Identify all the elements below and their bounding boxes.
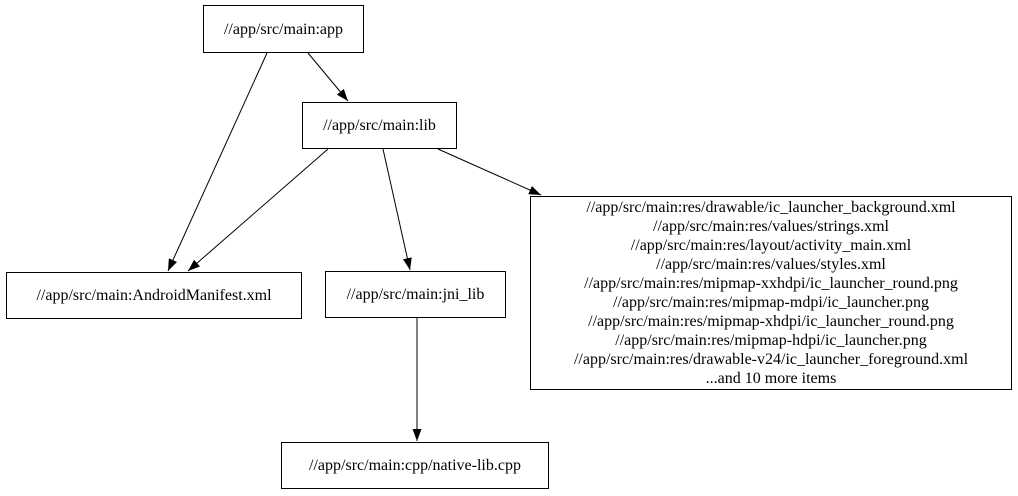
node-native-lib-cpp: //app/src/main:cpp/native-lib.cpp: [281, 442, 549, 489]
edge-lib-to-manifest: [187, 148, 329, 272]
node-app-label: //app/src/main:app: [223, 20, 344, 38]
resource-item: //app/src/main:res/values/strings.xml: [653, 218, 889, 235]
node-native-lib-cpp-label: //app/src/main:cpp/native-lib.cpp: [309, 457, 521, 474]
node-android-manifest: //app/src/main:AndroidManifest.xml: [6, 272, 302, 319]
node-jni-lib: //app/src/main:jni_lib: [325, 271, 506, 318]
resource-item: //app/src/main:res/drawable/ic_launcher_…: [586, 199, 956, 216]
edge-app-to-manifest: [167, 52, 268, 272]
node-android-manifest-label: //app/src/main:AndroidManifest.xml: [36, 287, 272, 304]
resource-item: //app/src/main:res/layout/activity_main.…: [630, 237, 912, 254]
resource-item: //app/src/main:res/mipmap-xxhdpi/ic_laun…: [584, 275, 958, 292]
edge-lib-to-jni-lib: [382, 148, 412, 271]
node-jni-lib-label: //app/src/main:jni_lib: [346, 286, 485, 303]
resource-item: //app/src/main:res/drawable-v24/ic_launc…: [573, 351, 969, 368]
edge-lib-to-resources: [437, 148, 542, 196]
node-app: //app/src/main:app: [203, 5, 364, 53]
node-lib-label: //app/src/main:lib: [323, 117, 436, 134]
resource-item: //app/src/main:res/mipmap-hdpi/ic_launch…: [615, 332, 927, 349]
resource-item: //app/src/main:res/mipmap-mdpi/ic_launch…: [613, 294, 929, 311]
resource-item: //app/src/main:res/mipmap-xhdpi/ic_launc…: [588, 313, 954, 330]
resource-more-items: ...and 10 more items: [705, 370, 837, 387]
resource-item: //app/src/main:res/values/styles.xml: [656, 256, 886, 273]
edge-app-to-lib: [307, 52, 349, 102]
node-lib: //app/src/main:lib: [302, 102, 457, 149]
node-resources-list: //app/src/main:res/drawable/ic_launcher_…: [530, 196, 1012, 390]
